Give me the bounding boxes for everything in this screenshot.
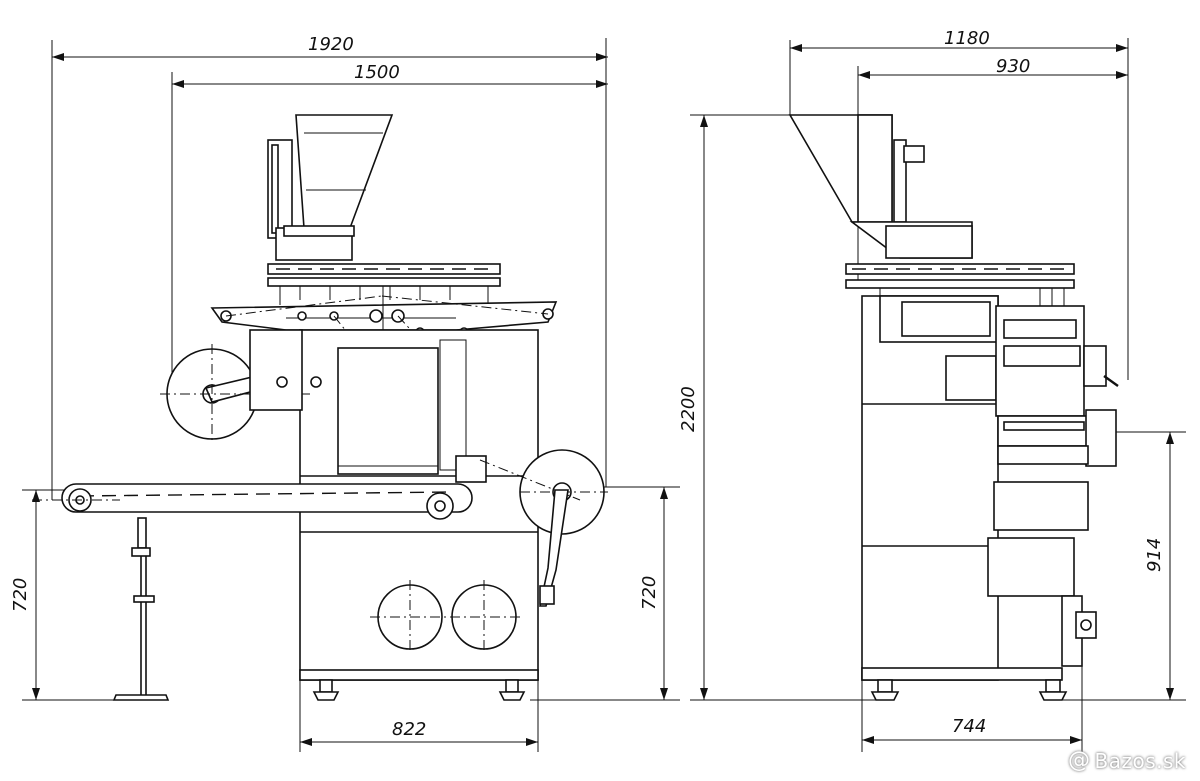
dim-front-table-height: 720 [639,576,660,610]
front-feet [312,679,526,701]
watermark: @ Bazos.sk [1068,748,1186,773]
dim-front-conveyor-height: 720 [10,578,31,612]
watermark-text: Bazos.sk [1094,748,1186,773]
front-view: 1920 1500 720 720 822 [10,34,680,752]
side-dimension-lines [690,38,1186,752]
front-conveyor [32,455,487,701]
front-film-reel-left [160,329,322,444]
side-sealing-unit [987,305,1119,667]
front-dimension-lines [22,38,680,752]
front-linkage-frame [210,286,558,348]
dim-side-total-width: 1180 [944,28,990,49]
dim-side-outlet-height: 914 [1144,538,1165,572]
front-hopper [267,114,394,261]
at-sign-logo-icon: @ [1068,748,1091,773]
side-hopper [788,114,973,259]
dim-side-base-width: 744 [952,716,986,737]
side-feet [870,679,1068,701]
front-rotary-table [267,263,501,305]
dim-front-upper-width: 1500 [354,62,400,83]
dim-side-upper-width: 930 [996,56,1030,77]
dim-front-total-width: 1920 [308,34,354,55]
dim-front-base-width: 822 [392,719,426,740]
dim-side-total-height: 2200 [678,386,699,432]
front-film-reel-right [479,449,608,607]
side-rotary-table [845,263,1075,306]
side-view: 1180 930 2200 914 744 [678,28,1186,752]
